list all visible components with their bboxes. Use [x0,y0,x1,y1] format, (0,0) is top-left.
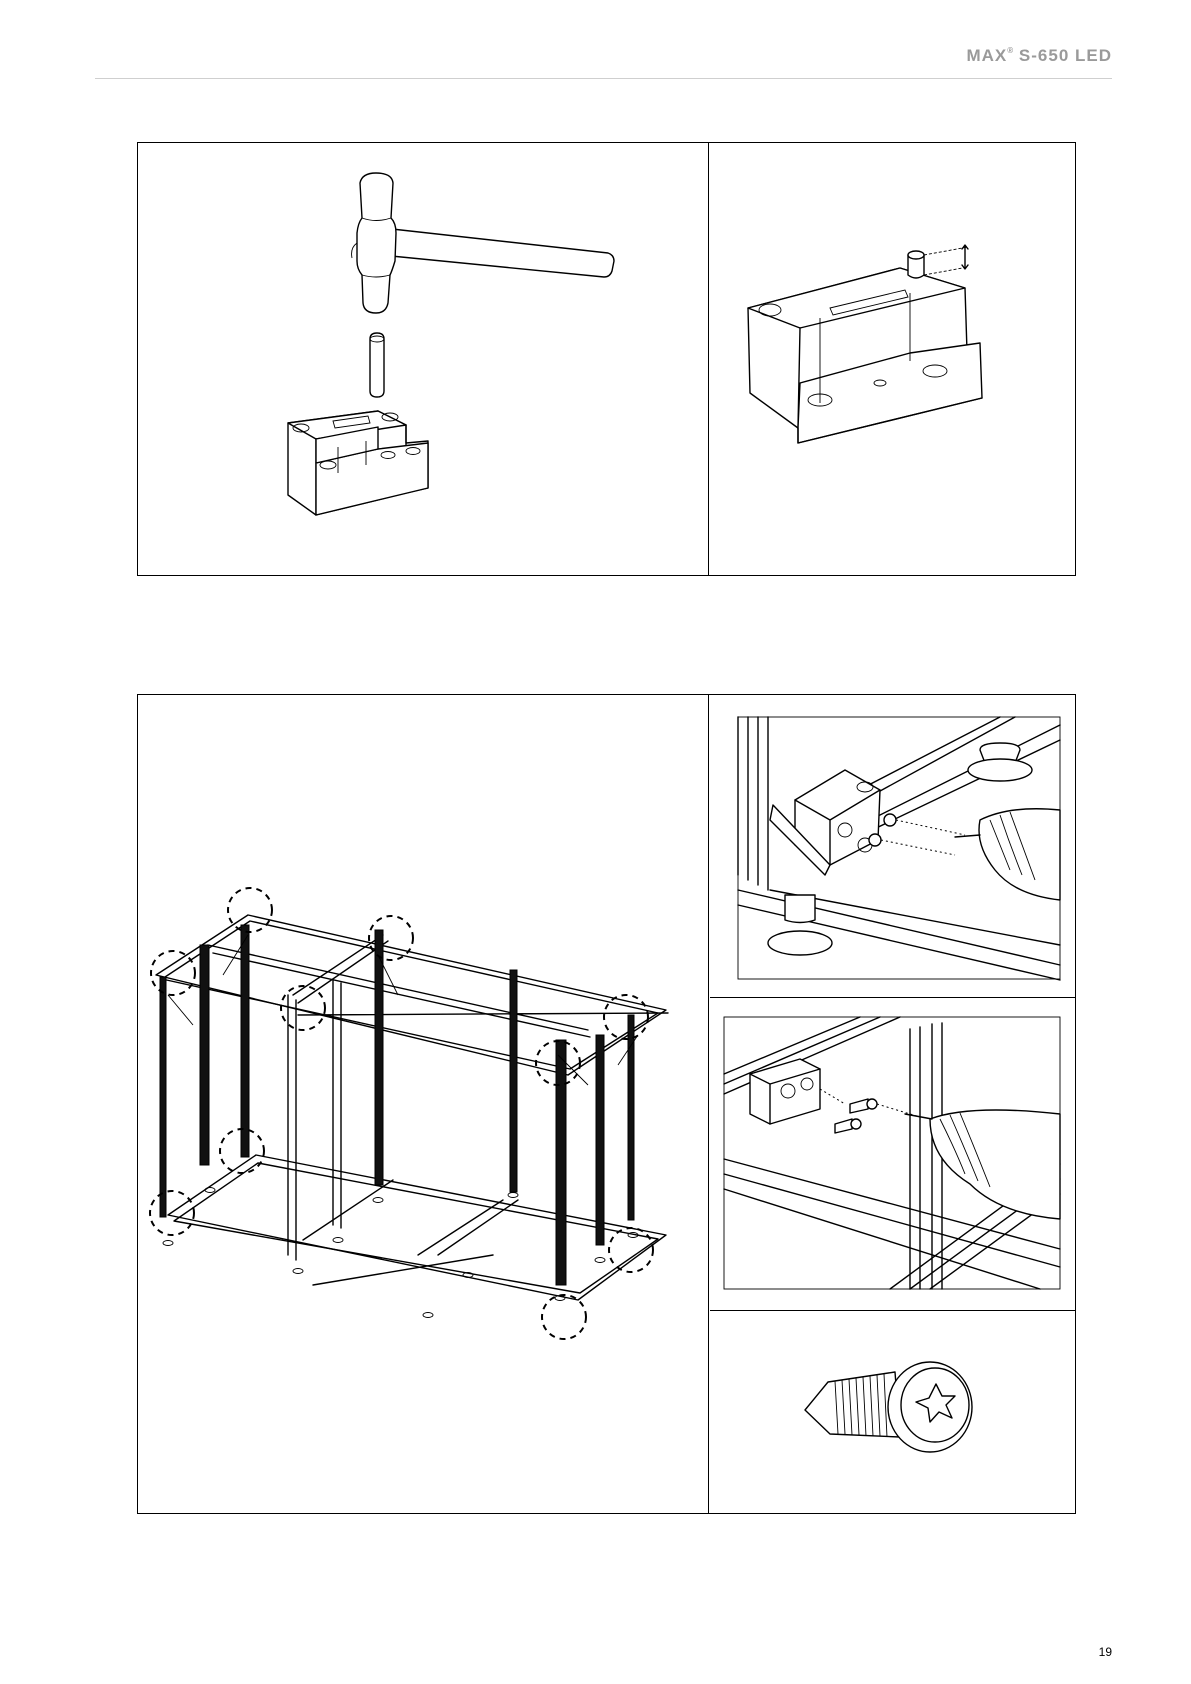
model-name: S-650 LED [1019,46,1112,65]
illustration-foot-pin-inserted [710,143,1075,575]
page-number: 19 [1099,1645,1112,1659]
profile-connector-diagram [710,999,1075,1311]
illustration-corner-bracket-screwing [710,695,1075,998]
illustration-profile-connector-screwing [710,999,1075,1311]
hammer-pin-diagram [138,143,708,575]
illustration-frame-assembly [138,695,709,1513]
document-title: MAX® S-650 LED [966,46,1112,66]
foot-pin-diagram [710,143,1075,575]
brand-name: MAX [966,46,1007,65]
figure-block-2 [137,694,1076,1514]
frame-assembly-diagram [138,695,708,1513]
figure-block-1 [137,142,1076,576]
header-divider [95,78,1112,79]
illustration-torx-screw [710,1312,1075,1513]
right-column [710,695,1075,1513]
registered-mark: ® [1007,46,1013,55]
corner-bracket-diagram [710,695,1075,998]
torx-screw-diagram [710,1312,1075,1513]
illustration-hammer-pin-foot [138,143,709,575]
